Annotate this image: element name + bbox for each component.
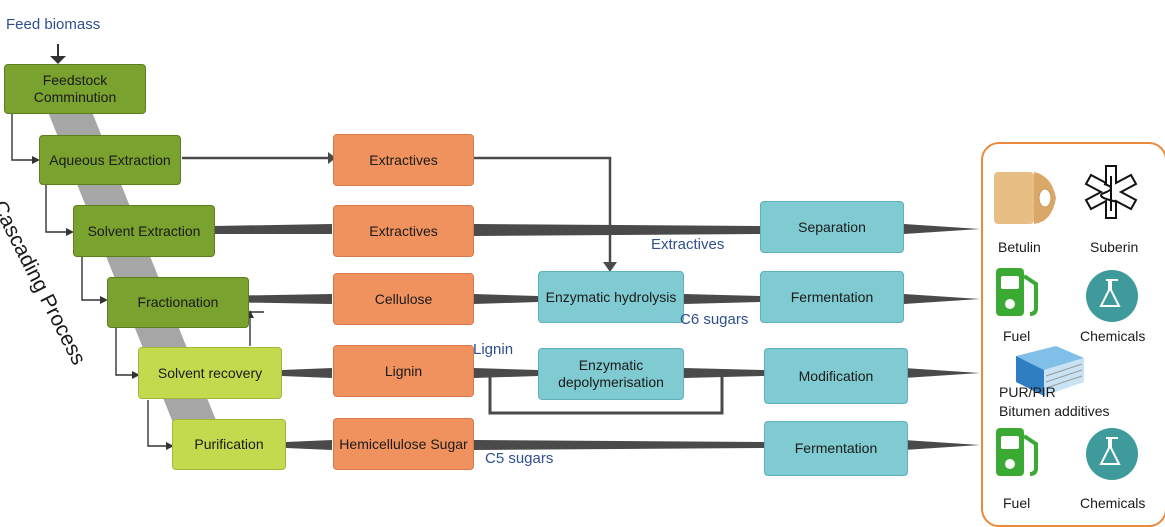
solvent-recovery-box: Solvent recovery (138, 347, 282, 399)
fractionation-box: Fractionation (107, 277, 249, 328)
chemicals-label-2: Chemicals (1080, 495, 1146, 511)
modification-box: Modification (764, 348, 908, 404)
step-arrowheads (32, 156, 254, 450)
purification-box: Purification (172, 419, 286, 470)
enzymatic-hydrolysis-box: Enzymatic hydrolysis (538, 271, 684, 323)
pur-pir-label: PUR/PIR (999, 384, 1056, 400)
insulation-boards-icon (1016, 346, 1084, 396)
fuel-label-2: Fuel (1003, 495, 1031, 511)
aqueous-extraction-box: Aqueous Extraction (39, 135, 181, 185)
fuel-pump-icon-2 (996, 428, 1038, 476)
medical-star-icon (1084, 165, 1138, 219)
fuel-pump-icon-1 (996, 268, 1038, 316)
bitumen-additives-label: Bitumen additives (999, 403, 1110, 419)
c5-sugars-flow-label: C5 sugars (485, 450, 554, 467)
separation-box: Separation (760, 201, 904, 253)
suberin-label: Suberin (1090, 239, 1139, 255)
betulin-label: Betulin (998, 239, 1041, 255)
extractives-box-2: Extractives (333, 205, 474, 257)
paper-roll-icon (994, 172, 1056, 224)
flask-icon-1 (1086, 270, 1138, 322)
fuel-label-1: Fuel (1003, 328, 1031, 344)
chemicals-label-1: Chemicals (1080, 328, 1146, 344)
main-streams (214, 224, 980, 450)
extractives-arrowhead-2 (603, 262, 617, 272)
enzymatic-depolymerisation-box: Enzymatic depolymerisation (538, 348, 684, 400)
extractives-arrowhead-1 (328, 152, 336, 164)
c6-sugars-flow-label: C6 sugars (680, 311, 749, 328)
hemicellulose-sugar-box: Hemicellulose Sugar (333, 418, 474, 470)
extractives-flow-label: Extractives (651, 236, 725, 253)
lignin-box: Lignin (333, 345, 474, 397)
extractives-box-1: Extractives (333, 134, 474, 186)
cellulose-box: Cellulose (333, 273, 474, 325)
feedstock-comminution-box: Feedstock Comminution (4, 64, 146, 114)
lignin-bypass (488, 374, 724, 415)
feed-arrowhead (50, 56, 66, 64)
fermentation-box-2: Fermentation (764, 421, 908, 476)
solvent-extraction-box: Solvent Extraction (73, 205, 215, 257)
lignin-flow-label: Lignin (473, 341, 514, 358)
feed-biomass-label: Feed biomass (6, 16, 101, 33)
fermentation-box-1: Fermentation (760, 271, 904, 323)
flask-icon-2 (1086, 428, 1138, 480)
